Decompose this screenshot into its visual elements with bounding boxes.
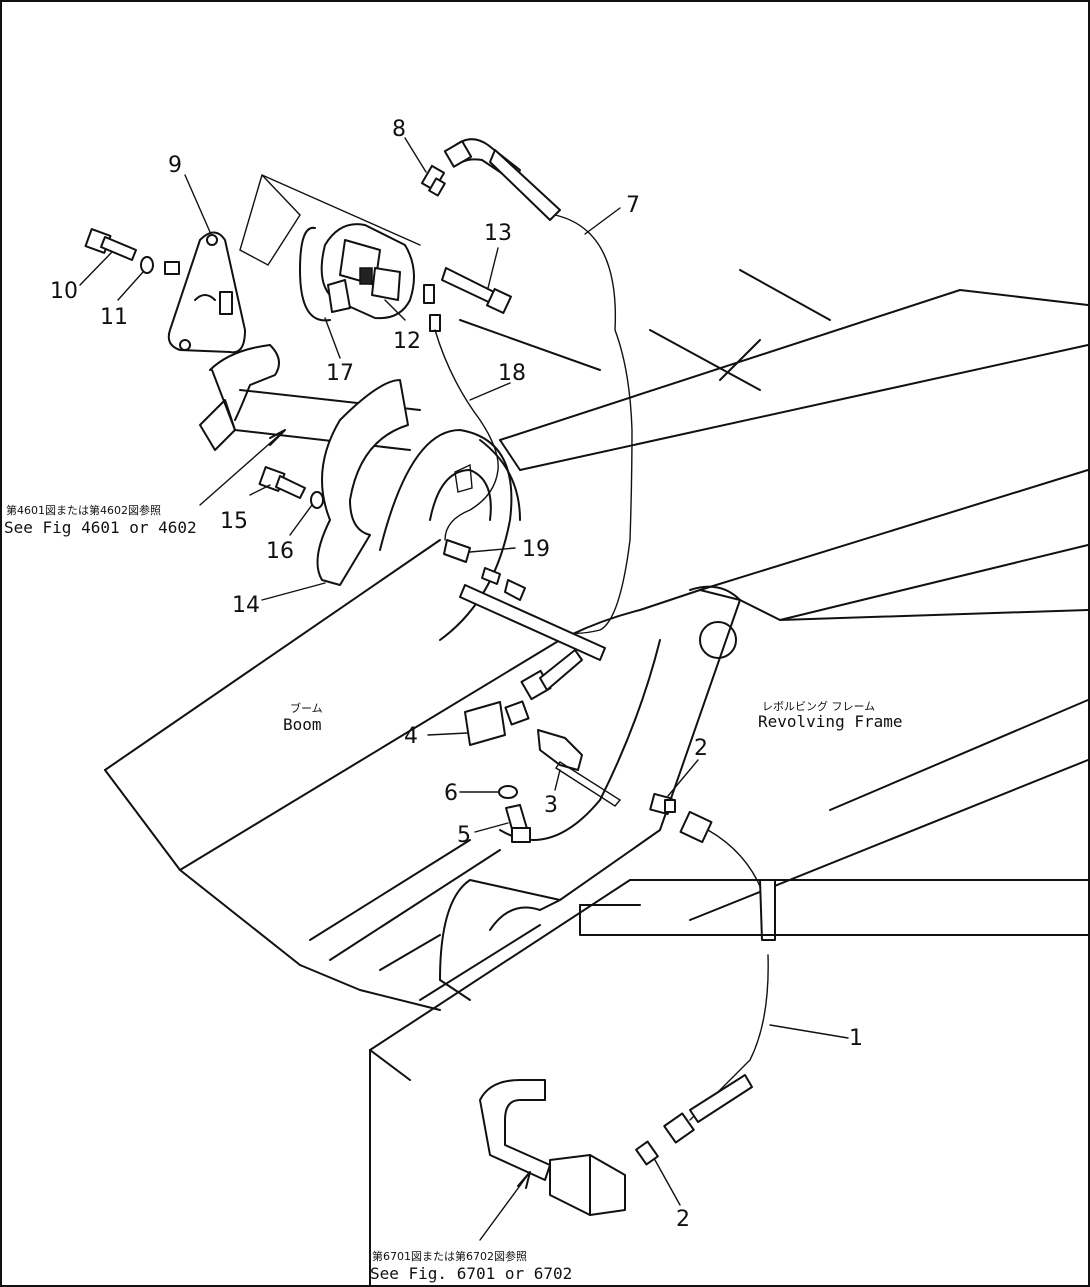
callout-1: 1 bbox=[849, 1026, 863, 1051]
callout-8: 8 bbox=[392, 117, 406, 142]
reference-lower-jp: 第6701図または第6702図参照 bbox=[372, 1249, 527, 1263]
frame-label-jp: レボルビング フレーム bbox=[762, 699, 875, 713]
callout-2-upper: 2 bbox=[694, 736, 708, 761]
fitting-small bbox=[164, 261, 180, 275]
bolt-5 bbox=[505, 804, 531, 843]
callout-6: 6 bbox=[444, 781, 458, 806]
callout-11: 11 bbox=[100, 305, 128, 330]
tube-loop-lower bbox=[479, 1079, 626, 1216]
clamp-19 bbox=[443, 539, 526, 601]
boom-label-en: Boom bbox=[283, 715, 322, 734]
area-labels: ブーム Boom レボルビング フレーム Revolving Frame bbox=[283, 699, 903, 734]
hose-1 bbox=[663, 810, 776, 1144]
callout-13: 13 bbox=[484, 221, 512, 246]
reference-upper-jp: 第4601図または第4602図参照 bbox=[6, 503, 161, 517]
fitting-2-lower bbox=[635, 1140, 659, 1166]
lower-frame bbox=[369, 879, 1089, 1287]
hose-7-elbow bbox=[443, 138, 561, 221]
callout-3: 3 bbox=[544, 793, 558, 818]
bolt-15 bbox=[258, 466, 306, 499]
connector-3 bbox=[537, 729, 622, 807]
callout-5: 5 bbox=[457, 823, 471, 848]
callout-19: 19 bbox=[522, 537, 550, 562]
bracket-9 bbox=[167, 231, 246, 354]
callout-15: 15 bbox=[220, 509, 248, 534]
callout-10: 10 bbox=[50, 279, 78, 304]
washer-16 bbox=[310, 491, 324, 509]
panel-outline bbox=[239, 174, 301, 266]
tube-18 bbox=[434, 329, 499, 541]
figure-references: 第4601図または第4602図参照 See Fig 4601 or 4602 第… bbox=[4, 503, 572, 1283]
tube-center bbox=[459, 584, 606, 661]
boom-label-jp: ブーム bbox=[290, 701, 323, 715]
callout-18: 18 bbox=[498, 361, 526, 386]
callout-16: 16 bbox=[266, 539, 294, 564]
bolt-13 bbox=[441, 267, 512, 314]
fitting-8 bbox=[420, 164, 446, 197]
clamp-4 bbox=[464, 700, 530, 746]
frame-label-en: Revolving Frame bbox=[758, 712, 903, 731]
callout-2-lower: 2 bbox=[676, 1207, 690, 1232]
callout-12: 12 bbox=[393, 329, 421, 354]
fitting-center bbox=[520, 649, 583, 701]
washer-6 bbox=[498, 785, 518, 799]
hose-7 bbox=[539, 214, 633, 635]
leader-lines bbox=[79, 137, 849, 1241]
callout-7: 7 bbox=[626, 193, 640, 218]
boom-outline bbox=[104, 539, 561, 1011]
revolving-frame-outline bbox=[459, 269, 1089, 921]
reference-lower-en: See Fig. 6701 or 6702 bbox=[370, 1264, 572, 1283]
callout-numbers: 1 2 2 3 4 5 6 7 8 9 10 11 12 13 14 15 16… bbox=[50, 117, 863, 1232]
callout-14: 14 bbox=[232, 593, 260, 618]
fitting-connector-upper bbox=[423, 284, 435, 304]
reference-upper-en: See Fig 4601 or 4602 bbox=[4, 518, 197, 537]
fitting-2-upper bbox=[649, 792, 676, 816]
washer-11 bbox=[140, 256, 154, 274]
callout-9: 9 bbox=[168, 153, 182, 178]
valve-12 bbox=[299, 223, 415, 322]
boom-foot-bracket bbox=[379, 429, 741, 1001]
plate-14 bbox=[316, 379, 409, 586]
callout-4: 4 bbox=[404, 724, 418, 749]
callout-17: 17 bbox=[326, 361, 354, 386]
bolt-10 bbox=[84, 228, 137, 261]
